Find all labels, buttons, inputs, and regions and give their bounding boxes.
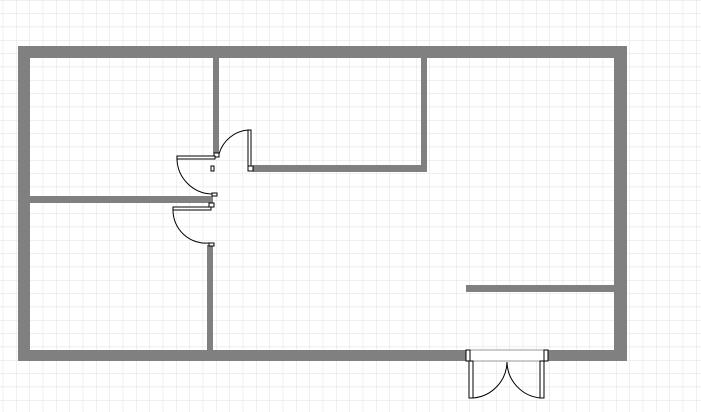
door-leaf-right [539,360,545,399]
door-jamb [543,349,549,362]
door-upper-room[interactable] [213,129,254,172]
door-swing-arc [176,158,213,195]
door-jamb [211,192,218,197]
door-swing-arc [218,129,249,155]
door-jamb [247,165,254,172]
wall-interior-horizontal-left[interactable] [30,196,213,203]
door-jamb [208,242,215,247]
door-leaf [172,206,212,211]
walls [18,46,627,361]
door-leaf-left [468,360,474,399]
door-leaf [247,129,252,169]
door-swing-arc-right [506,361,541,399]
door-jamb [210,165,215,172]
door-jamb [208,202,215,208]
door-swing-arc [172,209,210,244]
door-leaf [176,155,216,160]
wall-interior-vertical-lower[interactable] [207,245,213,350]
wall-left[interactable] [18,46,30,361]
front-double-door[interactable] [465,349,549,399]
door-threshold [469,349,547,362]
wall-partition-right[interactable] [466,285,614,292]
door-jamb [213,152,220,158]
door-left-upper[interactable] [176,155,218,197]
wall-bottom-right[interactable] [548,350,627,361]
wall-interior-vertical-upper[interactable] [213,58,219,153]
door-left-lower[interactable] [172,202,215,247]
door-swing-arc-left [472,361,508,399]
door-jamb [465,349,471,362]
wall-right[interactable] [614,46,627,361]
wall-room-vertical[interactable] [421,58,427,172]
wall-room-horizontal[interactable] [253,165,427,172]
wall-top[interactable] [18,46,627,58]
wall-bottom-left[interactable] [18,350,468,361]
